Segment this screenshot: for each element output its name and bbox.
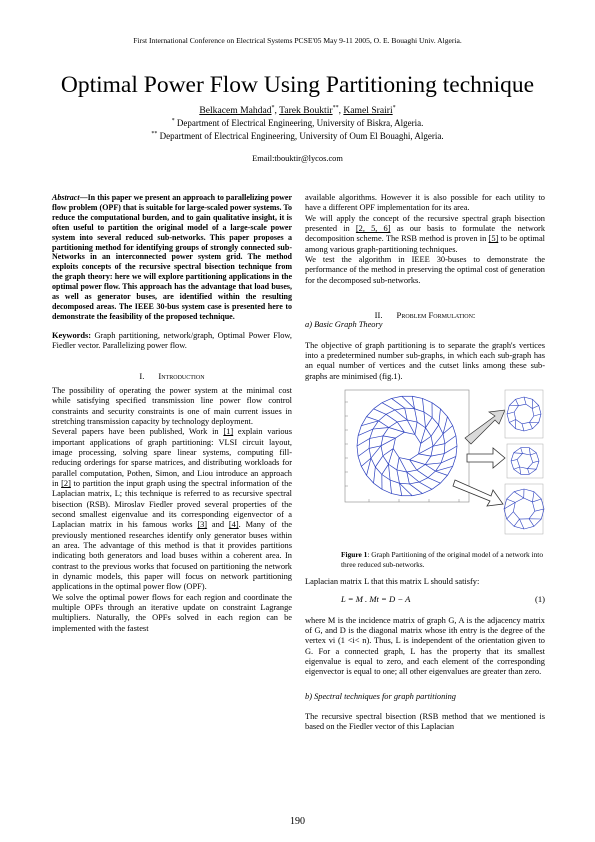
page-number: 190 xyxy=(290,816,305,827)
figure-caption: Figure 1: Graph Partitioning of the orig… xyxy=(341,550,544,569)
citation-link[interactable]: [1] xyxy=(223,427,234,437)
paragraph: The possibility of operating the power s… xyxy=(52,385,292,426)
paragraph: where M is the incidence matrix of graph… xyxy=(305,615,545,677)
author-block: Belkacem Mahdad*, Tarek Bouktir**, Kamel… xyxy=(0,103,595,142)
email: Email:tbouktir@lycos.com xyxy=(252,154,343,163)
author-name[interactable]: Tarek Bouktir xyxy=(279,105,333,117)
author-line: Belkacem Mahdad*, Tarek Bouktir**, Kamel… xyxy=(199,105,396,117)
paragraph: We test the algorithm in IEEE 30-buses t… xyxy=(305,255,545,285)
section-heading: I.Introduction xyxy=(139,371,205,382)
figure-graph-partitioning xyxy=(305,388,545,548)
citation-link[interactable]: [2, 5, 6] xyxy=(355,224,391,234)
right-column: available algorithms. However it is also… xyxy=(305,193,545,733)
citation-link[interactable]: [3] xyxy=(197,520,208,530)
paragraph: The recursive spectral bisection (RSB me… xyxy=(305,711,545,732)
author-name[interactable]: Belkacem Mahdad xyxy=(199,105,272,117)
figure-image xyxy=(344,389,545,535)
paragraph: We solve the optimal power flows for eac… xyxy=(52,592,292,633)
citation-link[interactable]: [2] xyxy=(61,478,71,488)
subsection-heading: a) Basic Graph Theory xyxy=(305,320,383,330)
citation-link[interactable]: [5] xyxy=(488,234,499,244)
author-mark: * xyxy=(392,105,396,111)
section-heading: II.Problem Formulation: xyxy=(374,310,476,321)
equation: L = M . Mt = D − A (1) xyxy=(305,594,545,608)
affiliation: ** Department of Electrical Engineering,… xyxy=(151,131,444,142)
author-mark: ** xyxy=(332,105,339,111)
equation-number: (1) xyxy=(534,593,545,604)
paragraph: Several papers have been published, Work… xyxy=(52,427,293,592)
author-name[interactable]: Kamel Srairi xyxy=(343,105,393,117)
subsection-heading: b) Spectral techniques for graph partiti… xyxy=(305,691,456,701)
paragraph: Laplacian matrix L that this matrix L sh… xyxy=(305,577,480,587)
author-mark: * xyxy=(271,105,275,111)
left-column: Abstract—In this paper we present an app… xyxy=(52,193,292,634)
paper-title: Optimal Power Flow Using Partitioning te… xyxy=(60,72,535,98)
equation-body: L = M . Mt = D − A xyxy=(341,593,411,604)
keywords: Keywords: Graph partitioning, network/gr… xyxy=(52,330,293,351)
running-header: First International Conference on Electr… xyxy=(133,36,462,45)
citation-link[interactable]: [4] xyxy=(228,520,239,530)
paragraph: available algorithms. However it is also… xyxy=(305,193,545,213)
paragraph: We will apply the concept of the recursi… xyxy=(305,213,546,254)
affiliation: * Department of Electrical Engineering, … xyxy=(171,118,424,129)
paragraph: The objective of graph partitioning is t… xyxy=(305,340,545,381)
abstract: Abstract—In this paper we present an app… xyxy=(52,193,292,321)
